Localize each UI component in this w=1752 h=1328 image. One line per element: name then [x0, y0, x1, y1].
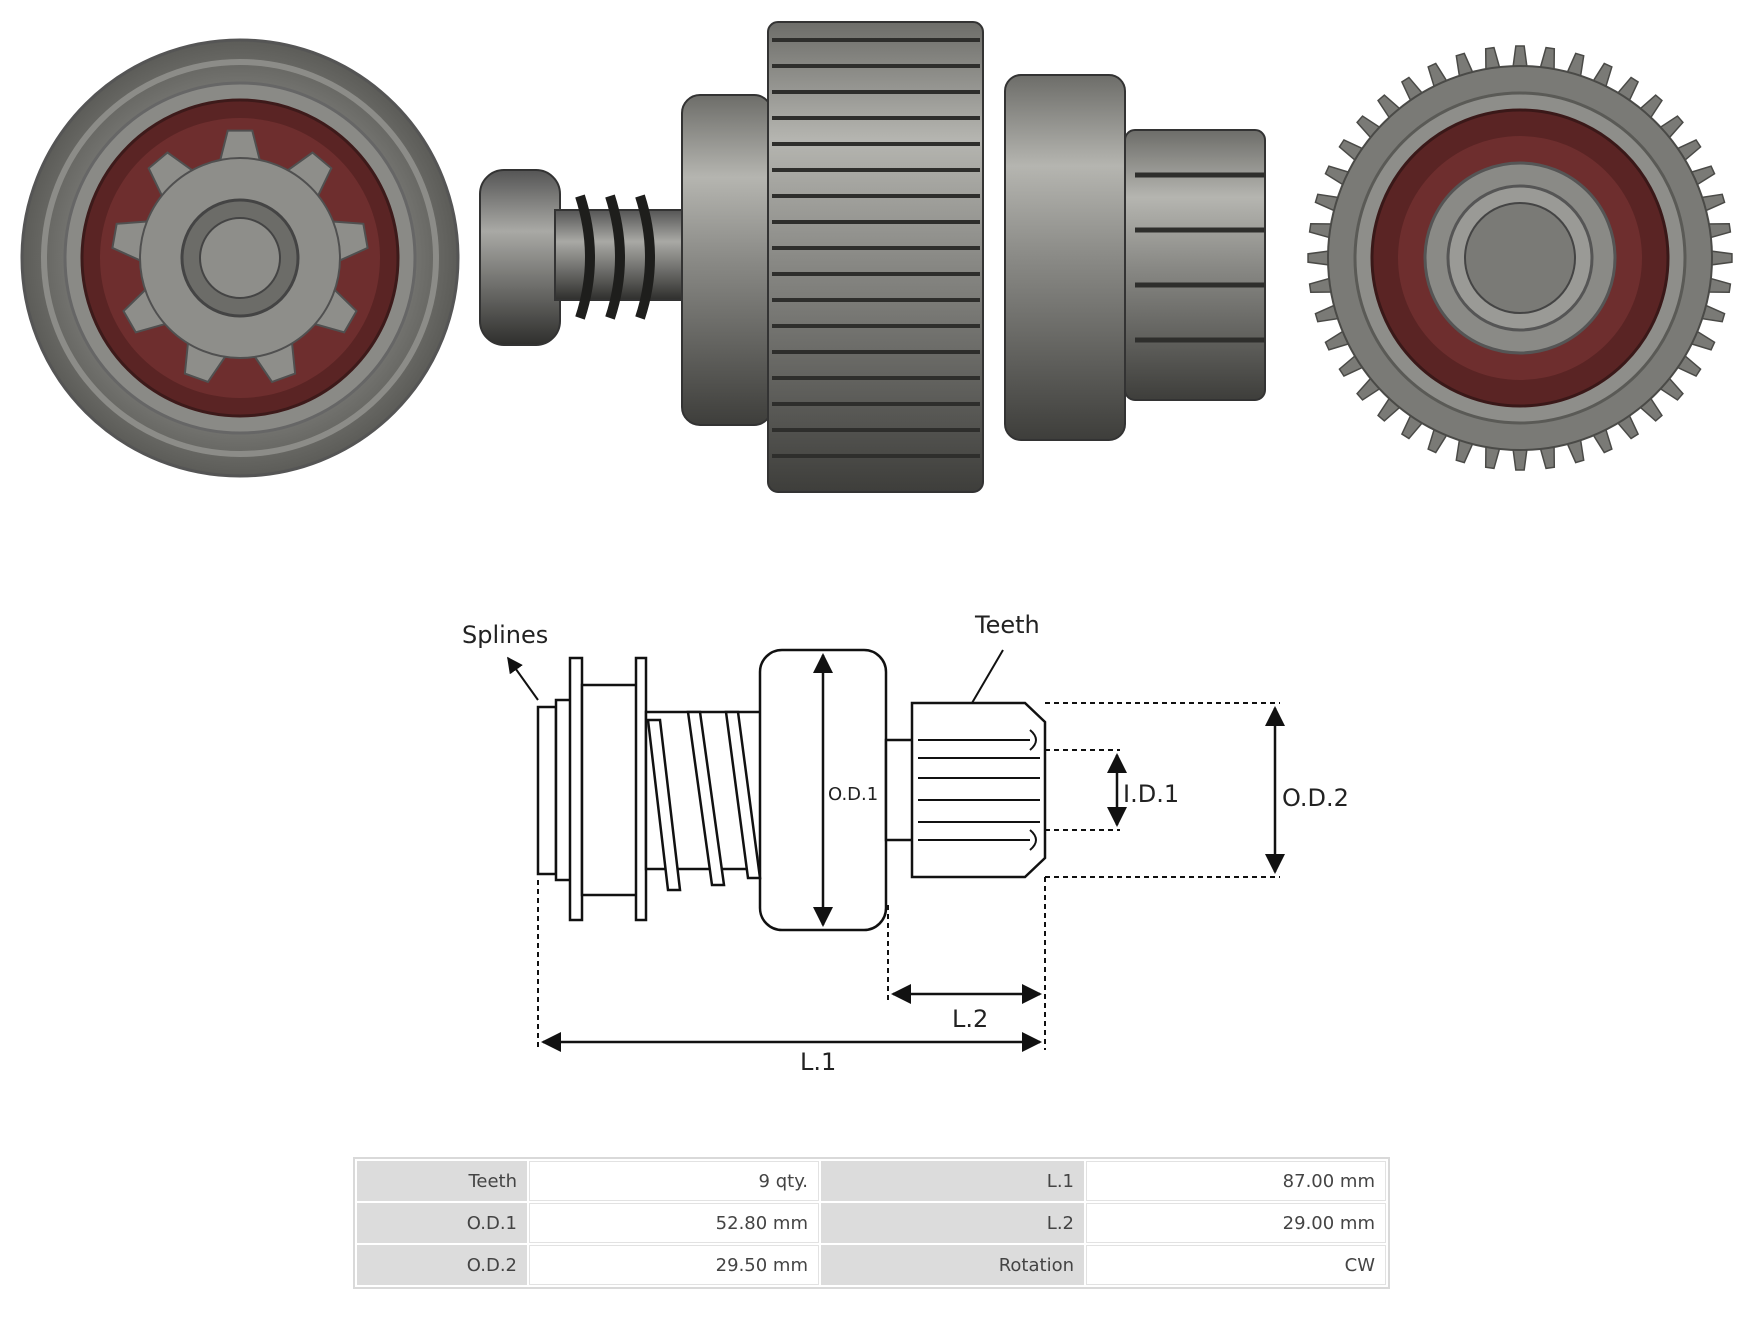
spec-label: Rotation	[821, 1245, 1084, 1285]
l1-label: L.1	[800, 1048, 836, 1076]
spec-label: O.D.1	[357, 1203, 527, 1243]
l2-label: L.2	[952, 1005, 988, 1033]
spec-label: O.D.2	[357, 1245, 527, 1285]
drive-outline	[536, 648, 1047, 932]
rear-view-photo	[1307, 45, 1733, 471]
table-row: O.D.2 29.50 mm Rotation CW	[357, 1245, 1386, 1285]
product-photos	[20, 21, 1733, 493]
spring	[646, 710, 762, 892]
spec-value: 52.80 mm	[529, 1203, 819, 1243]
od2-label: O.D.2	[1282, 784, 1349, 812]
splines-label: Splines	[462, 621, 548, 649]
spec-value: 9 qty.	[529, 1161, 819, 1201]
spec-value: CW	[1086, 1245, 1386, 1285]
spec-label: L.2	[821, 1203, 1084, 1243]
spec-table: Teeth 9 qty. L.1 87.00 mm O.D.1 52.80 mm…	[353, 1157, 1390, 1289]
teeth-label: Teeth	[974, 611, 1040, 639]
spec-value: 29.50 mm	[529, 1245, 819, 1285]
id1-label: I.D.1	[1123, 780, 1179, 808]
od1-label: O.D.1	[828, 784, 878, 805]
dimension-diagram: Splines Teeth O.D.1 O.D.2 I.D.1 L.2 L.1	[462, 611, 1349, 1076]
spec-value: 87.00 mm	[1086, 1161, 1386, 1201]
front-view-photo	[20, 38, 460, 478]
pinion-teeth-lines	[918, 729, 1040, 851]
side-view-photo	[479, 21, 1266, 493]
table-row: Teeth 9 qty. L.1 87.00 mm	[357, 1161, 1386, 1201]
table-row: O.D.1 52.80 mm L.2 29.00 mm	[357, 1203, 1386, 1243]
spec-label: L.1	[821, 1161, 1084, 1201]
spec-value: 29.00 mm	[1086, 1203, 1386, 1243]
spec-label: Teeth	[357, 1161, 527, 1201]
